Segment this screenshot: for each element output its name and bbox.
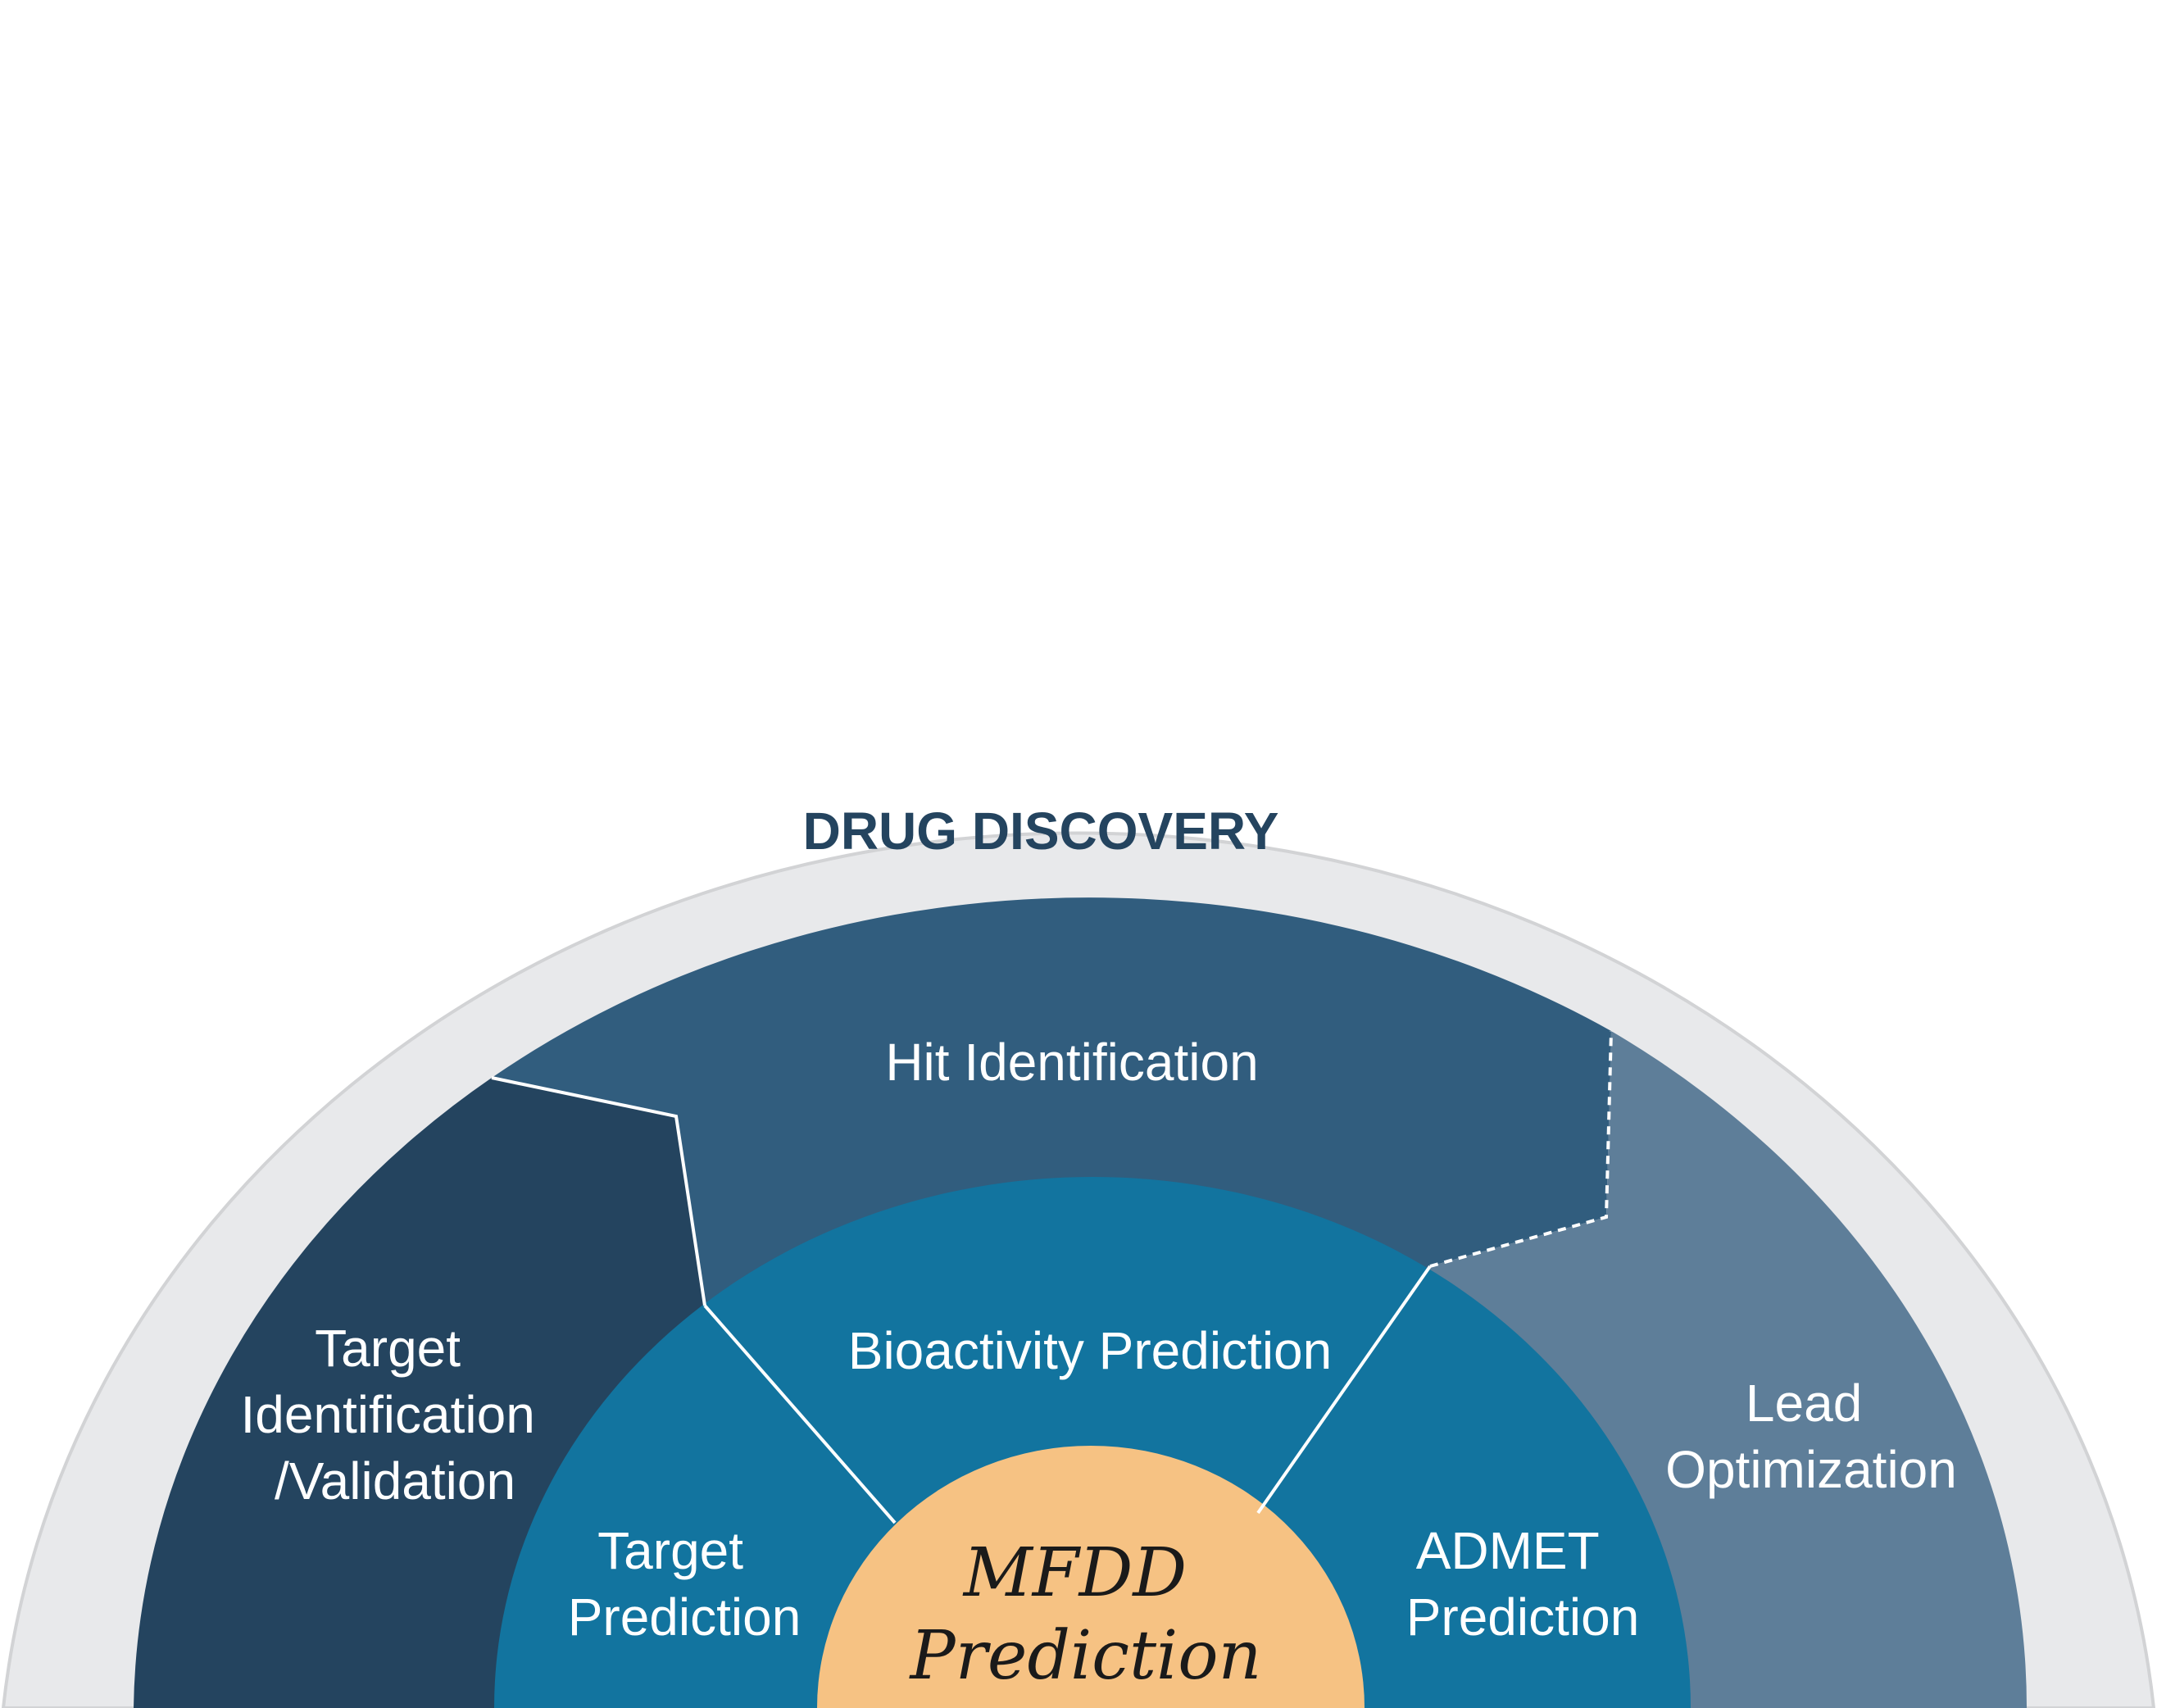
divider-target-bioactivity xyxy=(703,1304,897,1524)
admet-prediction-line-1: ADMET xyxy=(1416,1521,1599,1580)
divider-target-hit xyxy=(491,1076,706,1306)
target-prediction-line-1: Target xyxy=(597,1521,743,1580)
lead-optimization-line-2: Optimization xyxy=(1665,1440,1957,1499)
target-identification-line-1: Target xyxy=(315,1319,461,1378)
mfdd-line-2: Prediction xyxy=(909,1617,1262,1695)
admet-prediction-label: ADMET Prediction xyxy=(1406,1521,1640,1647)
mfdd-center xyxy=(817,1446,1365,1708)
target-identification-label: Target Identification /Validation xyxy=(240,1319,549,1510)
prediction-ring xyxy=(494,1177,1691,1708)
diagram-title: DRUG DISCOVERY xyxy=(803,802,1279,861)
mfdd-line-1: MFDD xyxy=(962,1534,1187,1612)
bioactivity-prediction-label: Bioactivity Prediction xyxy=(848,1321,1332,1380)
admet-prediction-line-2: Prediction xyxy=(1406,1588,1640,1647)
divider-bioactivity-admet xyxy=(1256,1265,1432,1515)
target-identification-line-3: /Validation xyxy=(275,1451,515,1510)
hit-identification-label: Hit Identification xyxy=(885,1033,1258,1092)
target-prediction-line-2: Prediction xyxy=(568,1588,801,1647)
lead-optimization-line-1: Lead xyxy=(1746,1374,1862,1433)
target-identification-line-2: Identification xyxy=(240,1385,534,1444)
divider-hit-lead xyxy=(1429,1030,1613,1268)
target-prediction-label: Target Prediction xyxy=(568,1521,801,1647)
mfdd-label: MFDD Prediction xyxy=(909,1534,1262,1695)
lead-optimization-label: Lead Optimization xyxy=(1665,1374,1957,1499)
